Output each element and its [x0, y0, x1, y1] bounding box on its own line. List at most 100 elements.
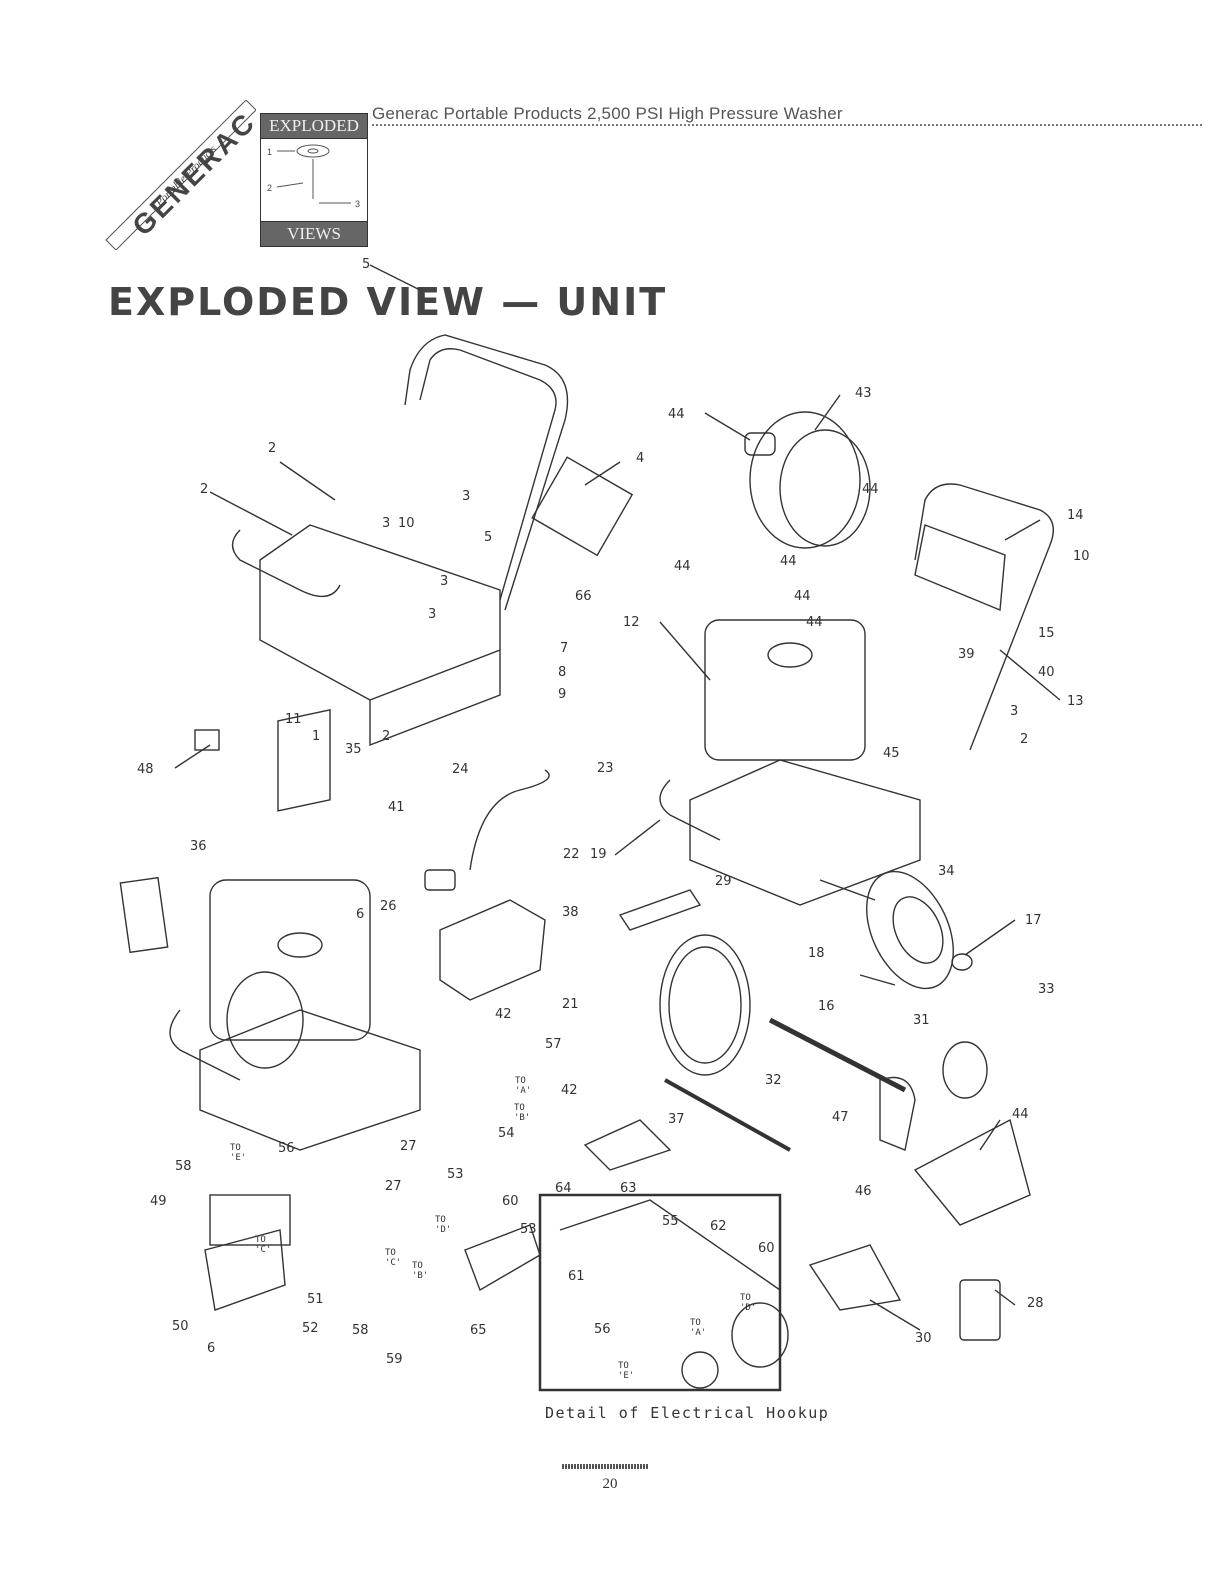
callout-48: 48 [137, 762, 154, 777]
leader [1004, 519, 1041, 541]
callout-7: 7 [560, 641, 568, 656]
spray-gun-handle [879, 1076, 916, 1151]
axle [819, 879, 876, 901]
callout-44e: 44 [794, 589, 811, 604]
badge-illustration: 1 2 3 [260, 137, 368, 221]
spray-lance [664, 1078, 791, 1152]
callout-6b: 6 [207, 1341, 215, 1356]
callout-64: 64 [555, 1181, 572, 1196]
callout-10b: 10 [1073, 549, 1090, 564]
callout-33: 33 [1038, 982, 1055, 997]
callout-19: 19 [590, 847, 607, 862]
callout-11: 11 [285, 712, 302, 727]
badge-exploded: EXPLODED [260, 113, 368, 139]
hose-coil-inner [668, 946, 742, 1064]
frame-handle-outer [404, 334, 569, 611]
frame-base [259, 524, 501, 701]
leader [659, 621, 711, 681]
page-number: 20 [602, 1476, 618, 1492]
hardware-bag-44 [913, 1118, 1031, 1226]
engine-left [209, 879, 371, 1041]
callout-5a: 5 [362, 257, 370, 272]
base-left [199, 1009, 421, 1151]
leader [704, 412, 751, 441]
callout-44g: 44 [1012, 1107, 1029, 1122]
connector-tag-te: TO'E' [230, 1143, 246, 1163]
assembled-engine [704, 619, 866, 761]
manual-36 [119, 876, 169, 954]
document-title: Generac Portable Products 2,500 PSI High… [372, 104, 843, 123]
assembled-handle [914, 483, 1054, 751]
connector-tag-td: TO'D' [435, 1215, 451, 1235]
connector-tag-ta: TO'A' [515, 1076, 531, 1096]
wheel-hub [892, 896, 944, 964]
hose-reel-right-flange [779, 429, 871, 547]
callout-54: 54 [498, 1126, 515, 1141]
callout-18: 18 [808, 946, 825, 961]
assembled-fuel-cap [767, 642, 813, 668]
leader [614, 819, 661, 856]
callout-30: 30 [915, 1331, 932, 1346]
manual-35 [277, 709, 331, 812]
assembled-base [689, 759, 921, 906]
callout-46: 46 [855, 1184, 872, 1199]
callout-51: 51 [307, 1292, 324, 1307]
spray-wand [768, 1017, 907, 1093]
frame-bumper [231, 529, 341, 598]
connector-tag-te2: TO'E' [618, 1361, 634, 1381]
callout-38: 38 [562, 905, 579, 920]
leader [279, 461, 336, 501]
callout-55: 55 [662, 1214, 679, 1229]
callout-44b: 44 [674, 559, 691, 574]
callout-2c: 2 [382, 729, 390, 744]
callout-42a: 42 [495, 1007, 512, 1022]
reel-crank [744, 432, 776, 456]
leader [174, 744, 211, 769]
callout-39: 39 [958, 647, 975, 662]
callout-36: 36 [190, 839, 207, 854]
callout-56a: 56 [278, 1141, 295, 1156]
base-left-bumper [169, 1009, 241, 1081]
callout-23: 23 [597, 761, 614, 776]
hardware-bag-37 [583, 1119, 672, 1171]
nozzle-tips [942, 1041, 988, 1099]
wheel-cap [951, 953, 973, 971]
callout-40: 40 [1038, 665, 1055, 680]
callout-14: 14 [1067, 508, 1084, 523]
callout-9: 9 [558, 687, 566, 702]
callout-5b: 5 [484, 530, 492, 545]
unloader-hose [469, 769, 550, 871]
leader [964, 919, 1016, 956]
hardware-bag-30 [808, 1244, 902, 1311]
callout-12: 12 [623, 615, 640, 630]
battery-charger [194, 729, 220, 751]
callout-3c: 3 [440, 574, 448, 589]
callout-15: 15 [1038, 626, 1055, 641]
engine-fuel-cap [277, 932, 323, 958]
callout-2b: 2 [200, 482, 208, 497]
exploded-parts-icon: 1 2 3 [267, 144, 360, 209]
callout-59: 59 [386, 1352, 403, 1367]
callout-44d: 44 [780, 554, 797, 569]
connector-tag-tc: TO'C' [255, 1235, 271, 1255]
callout-31: 31 [913, 1013, 930, 1028]
callout-27a: 27 [400, 1139, 417, 1154]
callout-61: 61 [568, 1269, 585, 1284]
detail-switch-knob [681, 1351, 719, 1389]
connector-tag-ta2: TO'A' [690, 1318, 706, 1338]
detail-caption: Detail of Electrical Hookup [545, 1404, 830, 1422]
callout-3e: 3 [1010, 704, 1018, 719]
connector-tag-td2: TO'D' [740, 1293, 756, 1313]
callout-28: 28 [1027, 1296, 1044, 1311]
callout-60b: 60 [758, 1241, 775, 1256]
callout-35: 35 [345, 742, 362, 757]
callout-49: 49 [150, 1194, 167, 1209]
detergent-tube-29 [618, 889, 702, 931]
callout-62: 62 [710, 1219, 727, 1234]
callout-52: 52 [302, 1321, 319, 1336]
callout-56b: 56 [594, 1322, 611, 1337]
callout-8: 8 [558, 665, 566, 680]
decal-panel [531, 456, 634, 557]
